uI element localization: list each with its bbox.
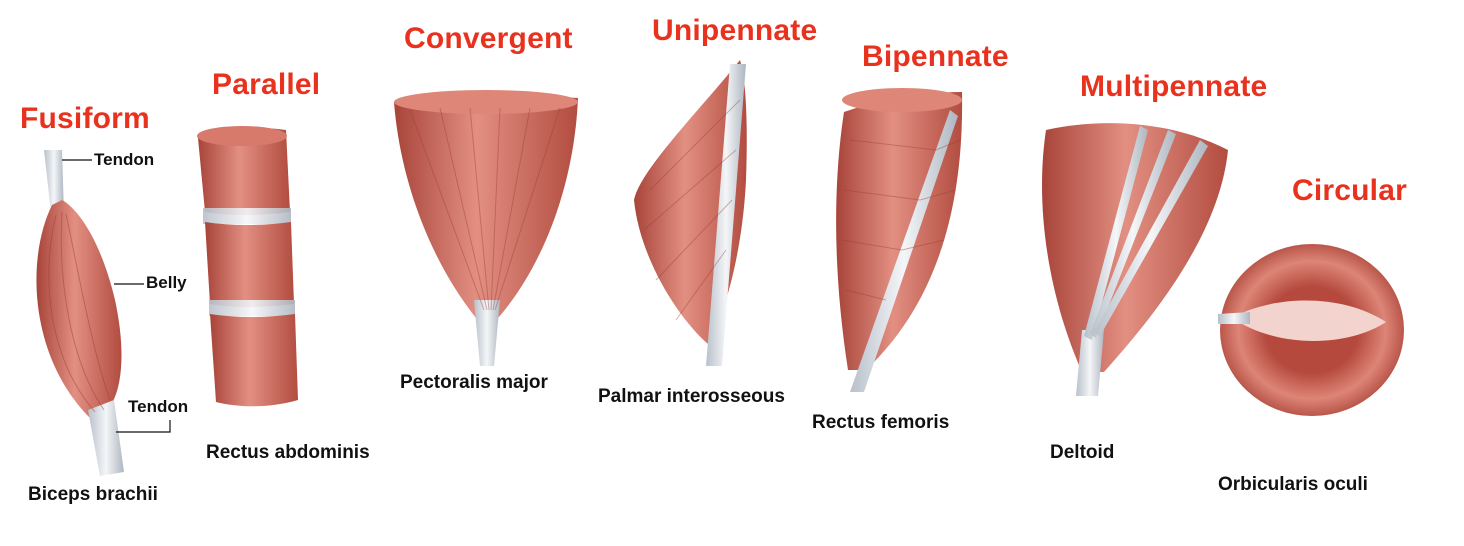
- convergent-top-surface: [394, 90, 578, 114]
- parallel-segment-2: [205, 222, 294, 307]
- example-label-rectus-femoris: Rectus femoris: [812, 412, 950, 433]
- example-label-palmar-interosseous: Palmar interosseous: [598, 386, 785, 407]
- parallel-band-1: [203, 208, 291, 224]
- part-label-tendon-top: Tendon: [94, 150, 155, 169]
- unipennate-tendon: [706, 64, 746, 366]
- type-label-parallel: Parallel: [212, 68, 321, 101]
- bipennate-central-tendon: [850, 110, 958, 392]
- circular-tendon: [1218, 312, 1250, 324]
- type-label-multipennate: Multipennate: [1080, 70, 1268, 103]
- unipennate-muscle: [634, 60, 747, 366]
- fusiform-muscle: [36, 150, 171, 476]
- parallel-muscle: [197, 126, 298, 407]
- bipennate-fibers: [841, 139, 961, 301]
- example-label-biceps-brachii: Biceps brachii: [28, 484, 158, 505]
- type-label-convergent: Convergent: [404, 22, 573, 55]
- part-label-tendon-bottom: Tendon: [128, 397, 189, 416]
- type-label-fusiform: Fusiform: [20, 102, 150, 135]
- type-label-unipennate: Unipennate: [652, 14, 818, 47]
- parallel-top-surface: [197, 126, 287, 146]
- multipennate-muscle: [1042, 123, 1228, 396]
- fusiform-fibers: [48, 211, 111, 413]
- convergent-muscle: [394, 90, 578, 366]
- circular-muscle: [1218, 244, 1404, 416]
- example-label-orbicularis-oculi: Orbicularis oculi: [1218, 474, 1368, 495]
- unipennate-fibers: [643, 99, 741, 321]
- fusiform-belly: [36, 200, 122, 420]
- parallel-segment-1: [198, 128, 290, 215]
- example-label-deltoid: Deltoid: [1050, 442, 1115, 463]
- part-label-belly: Belly: [146, 273, 187, 292]
- parallel-band-2: [209, 300, 295, 316]
- bipennate-muscle: [836, 88, 963, 392]
- type-label-circular: Circular: [1292, 174, 1407, 207]
- example-label-rectus-abdominis: Rectus abdominis: [206, 442, 370, 463]
- convergent-tendon: [474, 300, 500, 366]
- bipennate-top-surface: [842, 88, 962, 112]
- example-label-pectoralis-major: Pectoralis major: [400, 372, 548, 393]
- parallel-segment-3: [210, 314, 298, 407]
- fusiform-bottom-tendon: [88, 400, 124, 476]
- convergent-belly: [394, 95, 578, 318]
- bipennate-belly: [836, 92, 963, 370]
- circular-opening: [1232, 300, 1386, 341]
- convergent-fibers: [409, 107, 561, 311]
- type-label-bipennate: Bipennate: [862, 40, 1009, 73]
- multipennate-tendons: [1076, 126, 1208, 396]
